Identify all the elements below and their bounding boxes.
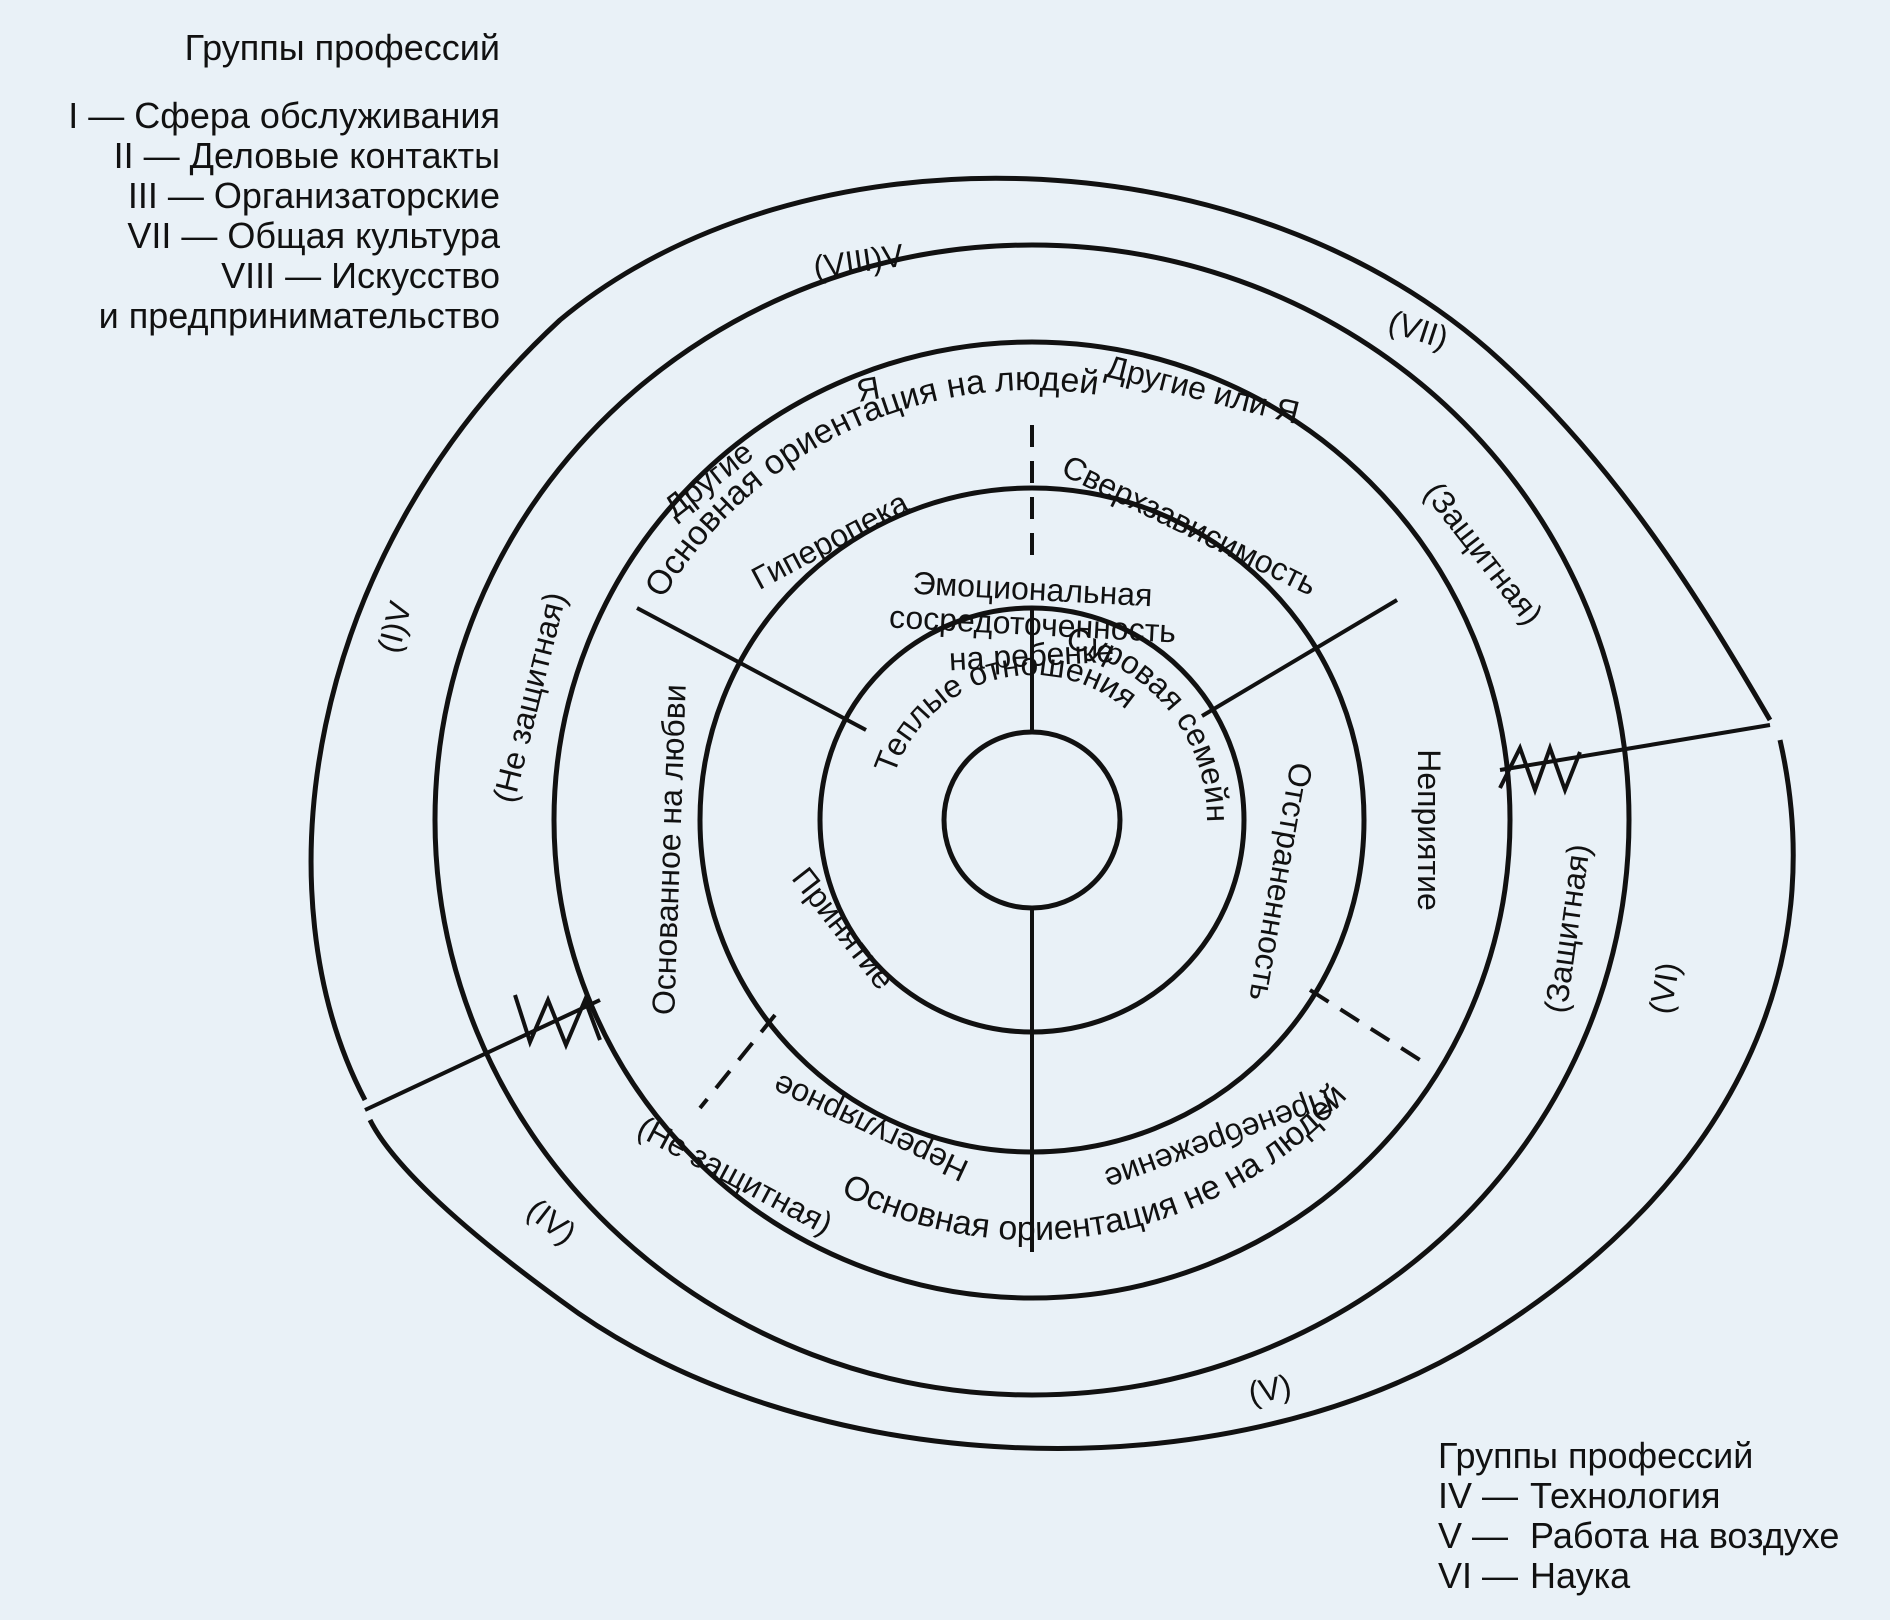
code-vi: (VI) xyxy=(1642,960,1686,1017)
label-zashchitnaya-right-lower: (Защитная) xyxy=(1537,842,1596,1015)
label-drugie-ili-ya: Другие или Я xyxy=(1102,348,1303,431)
legend-label: Технология xyxy=(1530,1475,1721,1516)
code-viii-v: (VIII)V xyxy=(811,237,906,285)
legend-code: VI — xyxy=(1438,1555,1519,1596)
label-ne-zashchitnaya-bottom: (Не защитная) xyxy=(632,1109,839,1242)
legend-label: Наука xyxy=(1530,1555,1631,1596)
legend-top-item: II — Деловые контакты xyxy=(113,135,500,176)
code-iv: (IV) xyxy=(520,1191,583,1251)
divider-dashed xyxy=(698,1013,777,1110)
legend-bottom: Группы профессий IV — Технология V — Работ… xyxy=(1438,1436,1888,1596)
legend-bottom-item: VI — Наука xyxy=(1438,1556,1888,1596)
divider-line xyxy=(364,998,601,1112)
divider-line xyxy=(636,606,867,732)
zigzag-break xyxy=(513,994,602,1051)
label-giperopeka: Гиперопека xyxy=(746,484,915,597)
ring-2 xyxy=(432,242,1632,1398)
outer-ring-lower xyxy=(367,739,1796,1451)
legend-bottom-item: IV — Технология xyxy=(1438,1476,1888,1516)
divider-line xyxy=(1200,598,1399,718)
legend-top-title: Группы профессий xyxy=(184,27,500,68)
ring-6 xyxy=(941,729,1123,911)
label-neregulyarnoe: Нерегулярное xyxy=(767,1067,973,1189)
legend-code: IV — xyxy=(1438,1475,1519,1516)
legend-top-item: и предпринимательство xyxy=(98,295,500,336)
outer-ring-upper xyxy=(308,175,1773,1102)
zigzag-break xyxy=(1498,742,1582,796)
label-nepriyatie: Неприятие xyxy=(1411,749,1447,911)
label-zashchitnaya-right: (Защитная) xyxy=(1417,475,1550,631)
legend-top: Группы профессий I — Сфера обслуживания … xyxy=(0,28,500,336)
legend-top-item: VIII — Искусство xyxy=(221,255,500,296)
legend-code: V — xyxy=(1438,1515,1509,1556)
label-osnovannoe: Основанное на любви xyxy=(645,684,693,1016)
label-ne-zashchitnaya-left: (Не защитная) xyxy=(486,589,573,807)
label-surovaya-atmosfera: Суровая семейная атмосфера xyxy=(0,0,1236,823)
label-prinyatie: Принятие xyxy=(785,860,902,996)
label-ya: Я xyxy=(854,369,883,408)
legend-top-item: VII — Общая культура xyxy=(127,215,500,256)
divider-line xyxy=(1499,723,1771,772)
divider-dashed xyxy=(1308,988,1422,1062)
code-v: (V) xyxy=(1245,1367,1294,1411)
legend-top-item: I — Сфера обслуживания xyxy=(68,95,500,136)
legend-top-item: III — Организаторские xyxy=(127,175,500,216)
ring-3 xyxy=(551,339,1513,1301)
label-emo-3: на ребенке xyxy=(948,633,1115,678)
legend-label: Работа на воздухе xyxy=(1530,1515,1840,1556)
label-otstranennost: Отстраненность xyxy=(1242,760,1319,1004)
legend-bottom-title: Группы профессий xyxy=(1438,1435,1754,1476)
legend-bottom-item: V — Работа на воздухе xyxy=(1438,1516,1888,1556)
code-i-v: (I)V xyxy=(370,597,418,657)
